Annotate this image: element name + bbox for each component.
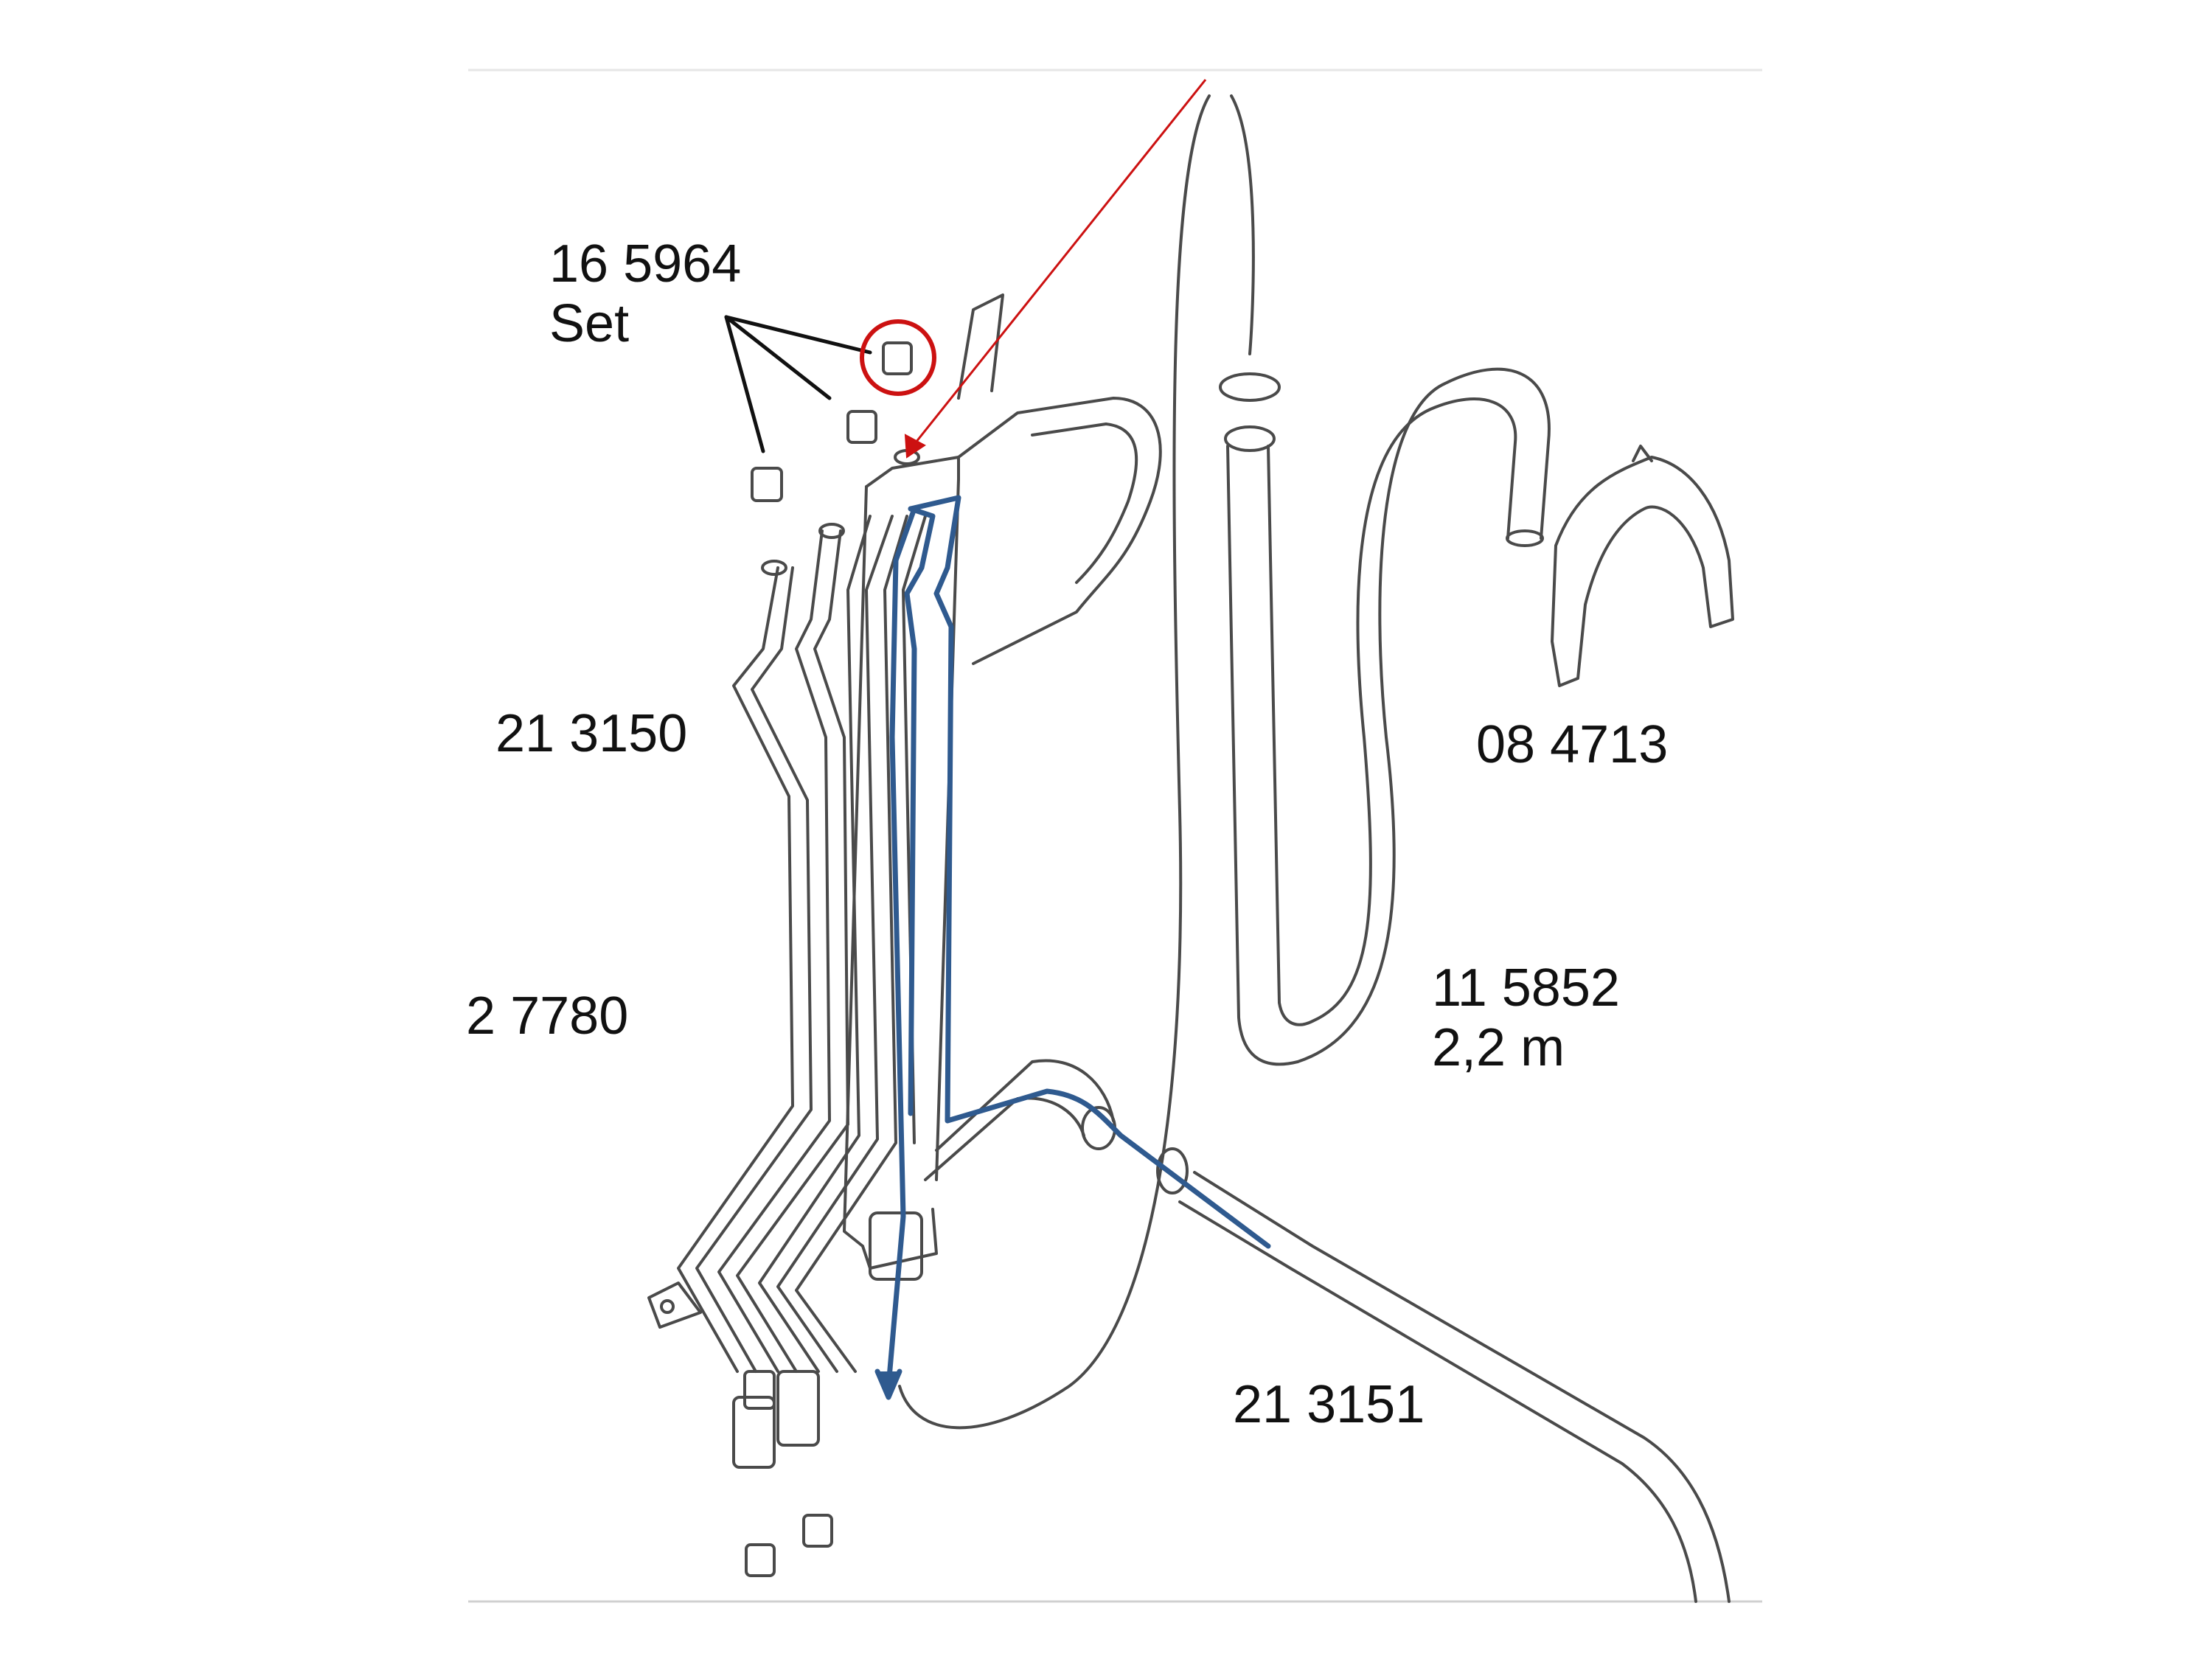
tube-2 [695, 566, 813, 1373]
label-manifold-number: 02 7780 [466, 987, 629, 1046]
manifold-panel [957, 397, 1162, 665]
label-manifold: 02 7780 [466, 987, 628, 1046]
label-lower-hose-number: 21 3151 [1233, 1375, 1425, 1434]
manifold-lower-arm [935, 1059, 1115, 1152]
label-set-part: 16 5964 Set [549, 234, 741, 353]
manifold-foot [861, 1208, 938, 1270]
mounting-tab [647, 1281, 702, 1329]
flow-path [874, 495, 1271, 1400]
manifold-top [865, 456, 960, 488]
label-left-tube: 21 3150 [495, 704, 687, 764]
highlight-annotation [860, 79, 1207, 459]
manifold-left-edge [843, 485, 868, 1248]
flow-path-down [886, 506, 917, 1389]
tube-6 [776, 515, 894, 1373]
manifold-tab [957, 293, 1004, 400]
set-cap-5 [745, 1543, 776, 1577]
lower-hose-clamp [1156, 1147, 1189, 1194]
set-cap-2 [846, 410, 877, 444]
line-art [647, 94, 1734, 1603]
set-cap-4 [802, 1514, 833, 1548]
manifold-panel-inner [1031, 422, 1138, 584]
bracket-outline [1551, 456, 1734, 687]
tube-4 [736, 529, 849, 1373]
flow-arrow-head [874, 1368, 902, 1400]
lower-hose-bottom-edge [1178, 1200, 1697, 1603]
tube-cap-2 [818, 523, 845, 539]
bottom-fitting-3 [743, 1370, 776, 1410]
lower-hose-top-edge [1193, 1171, 1731, 1603]
label-set-part-number: 16 5964 [549, 234, 742, 293]
drain-hose-end [1224, 425, 1276, 452]
bottom-fitting-2 [776, 1370, 820, 1447]
label-bracket: 08 4713 [1476, 715, 1668, 775]
label-drain-hose-number: 11 5852 [1432, 959, 1620, 1018]
bracket-tab [1632, 445, 1653, 462]
mounting-hole [660, 1299, 675, 1314]
label-left-tube-number: 21 3150 [495, 704, 688, 763]
tube-1 [677, 566, 794, 1373]
drain-hose-left-edge [1226, 445, 1299, 1066]
tube-5 [758, 515, 872, 1373]
tube-cap-1 [761, 560, 787, 576]
label-manifold-clip: 02 7780 [466, 973, 687, 1054]
tube-3 [717, 529, 831, 1373]
bottom-fitting-1 [732, 1396, 776, 1469]
highlight-arrow-line [911, 79, 1207, 447]
label-drain-hose-length: 2,2 m [1432, 1018, 1565, 1077]
flow-path-inner [904, 506, 936, 1116]
label-drain-hose: 11 5852 2,2 m [1432, 959, 1620, 1077]
label-bracket-number: 08 4713 [1476, 715, 1669, 774]
highlight-circle [860, 319, 936, 396]
label-lower-hose: 21 3151 [1233, 1375, 1425, 1435]
outer-loop-cable [898, 94, 1211, 1430]
set-caps [745, 341, 913, 1577]
manifold-bottom-outlet [869, 1211, 923, 1281]
leader-line-3 [724, 315, 765, 453]
highlight-arrow-head [904, 434, 926, 459]
label-set-part-caption: Set [549, 293, 630, 353]
tube-7 [795, 515, 908, 1373]
outer-loop-cable-inner [1230, 94, 1255, 355]
drain-hose-bend-inner [1311, 397, 1517, 1023]
drain-hose-right-edge [1267, 445, 1314, 1026]
drain-hose-clamp [1219, 372, 1281, 402]
flow-path-loop [908, 495, 1271, 1249]
leader-line-2 [724, 315, 832, 400]
set-cap-3 [751, 467, 783, 502]
drain-hose-bend-outer [1296, 367, 1551, 1063]
leader-line-1 [724, 315, 872, 355]
set-cap-1 [882, 341, 913, 375]
drain-hose-top-end [1506, 529, 1544, 547]
